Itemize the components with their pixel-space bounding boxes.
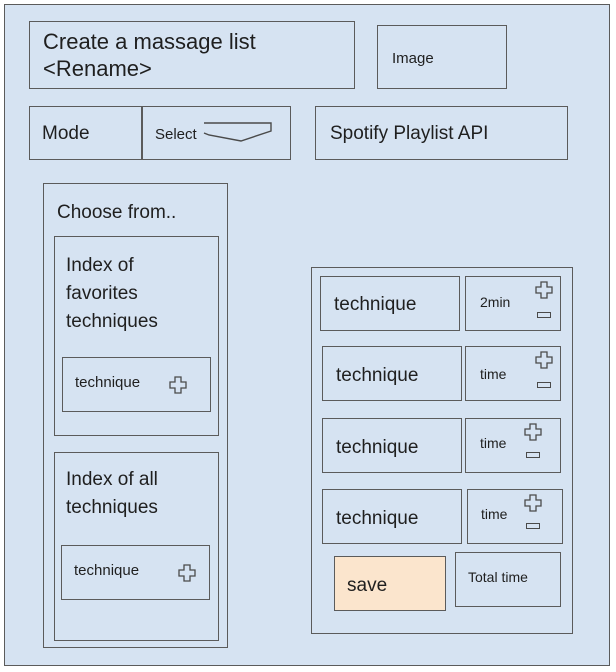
mode-divider <box>141 107 143 159</box>
playlist-row-time: 2min <box>465 276 561 331</box>
all-index: Index of all techniques technique <box>54 452 219 641</box>
save-label: save <box>347 575 388 596</box>
time-label: time <box>480 435 507 451</box>
choose-title: Choose from.. <box>57 202 177 223</box>
spotify-playlist-button[interactable]: Spotify Playlist API <box>315 106 568 160</box>
all-technique-item[interactable]: technique <box>61 545 210 600</box>
playlist-row-time: time <box>465 346 561 401</box>
mode-label: Mode <box>42 123 90 144</box>
time-label: 2min <box>480 294 511 310</box>
playlist-row-technique[interactable]: technique <box>322 346 462 401</box>
plus-icon[interactable] <box>169 376 187 394</box>
plus-icon[interactable] <box>524 423 542 441</box>
plus-icon[interactable] <box>535 351 553 369</box>
mode-box: Mode Select <box>29 106 291 160</box>
total-time-label: Total time <box>468 569 528 585</box>
time-label: time <box>480 366 507 382</box>
technique-label: technique <box>75 374 141 391</box>
title-box[interactable]: Create a massage list <Rename> <box>29 21 355 89</box>
playlist-row-time: time <box>465 418 561 473</box>
page-title: Create a massage list <box>43 29 256 54</box>
all-heading-line2: techniques <box>66 497 158 518</box>
rename-label: <Rename> <box>43 56 152 81</box>
spotify-label: Spotify Playlist API <box>330 123 489 144</box>
plus-icon[interactable] <box>524 494 542 512</box>
image-label: Image <box>392 50 434 67</box>
plus-icon[interactable] <box>178 564 196 582</box>
favorites-heading-line3: techniques <box>66 311 158 332</box>
playlist-row-technique[interactable]: technique <box>322 418 462 473</box>
time-label: time <box>481 506 508 522</box>
save-button[interactable]: save <box>334 556 446 611</box>
favorites-index: Index of favorites techniques technique <box>54 236 219 436</box>
technique-label: technique <box>336 508 419 529</box>
technique-label: technique <box>74 562 140 579</box>
playlist-row-technique[interactable]: technique <box>320 276 460 331</box>
chevron-down-icon[interactable] <box>203 121 273 143</box>
technique-label: technique <box>336 437 419 458</box>
wireframe-canvas: Create a massage list <Rename> Image Mod… <box>4 4 610 666</box>
technique-label: technique <box>336 365 419 386</box>
technique-label: technique <box>334 294 417 315</box>
playlist-panel: technique 2min technique time technique … <box>311 267 573 634</box>
mode-select[interactable]: Select <box>143 107 289 159</box>
minus-icon[interactable] <box>537 382 551 388</box>
total-time-box: Total time <box>455 552 561 607</box>
minus-icon[interactable] <box>526 452 540 458</box>
choose-panel: Choose from.. Index of favorites techniq… <box>43 183 228 648</box>
favorites-heading-line1: Index of <box>66 255 134 276</box>
select-label: Select <box>155 126 197 143</box>
favorites-heading-line2: favorites <box>66 283 138 304</box>
plus-icon[interactable] <box>535 281 553 299</box>
minus-icon[interactable] <box>526 523 540 529</box>
playlist-row-time: time <box>467 489 563 544</box>
playlist-row-technique[interactable]: technique <box>322 489 462 544</box>
favorites-technique-item[interactable]: technique <box>62 357 211 412</box>
image-placeholder[interactable]: Image <box>377 25 507 89</box>
all-heading-line1: Index of all <box>66 469 158 490</box>
minus-icon[interactable] <box>537 312 551 318</box>
